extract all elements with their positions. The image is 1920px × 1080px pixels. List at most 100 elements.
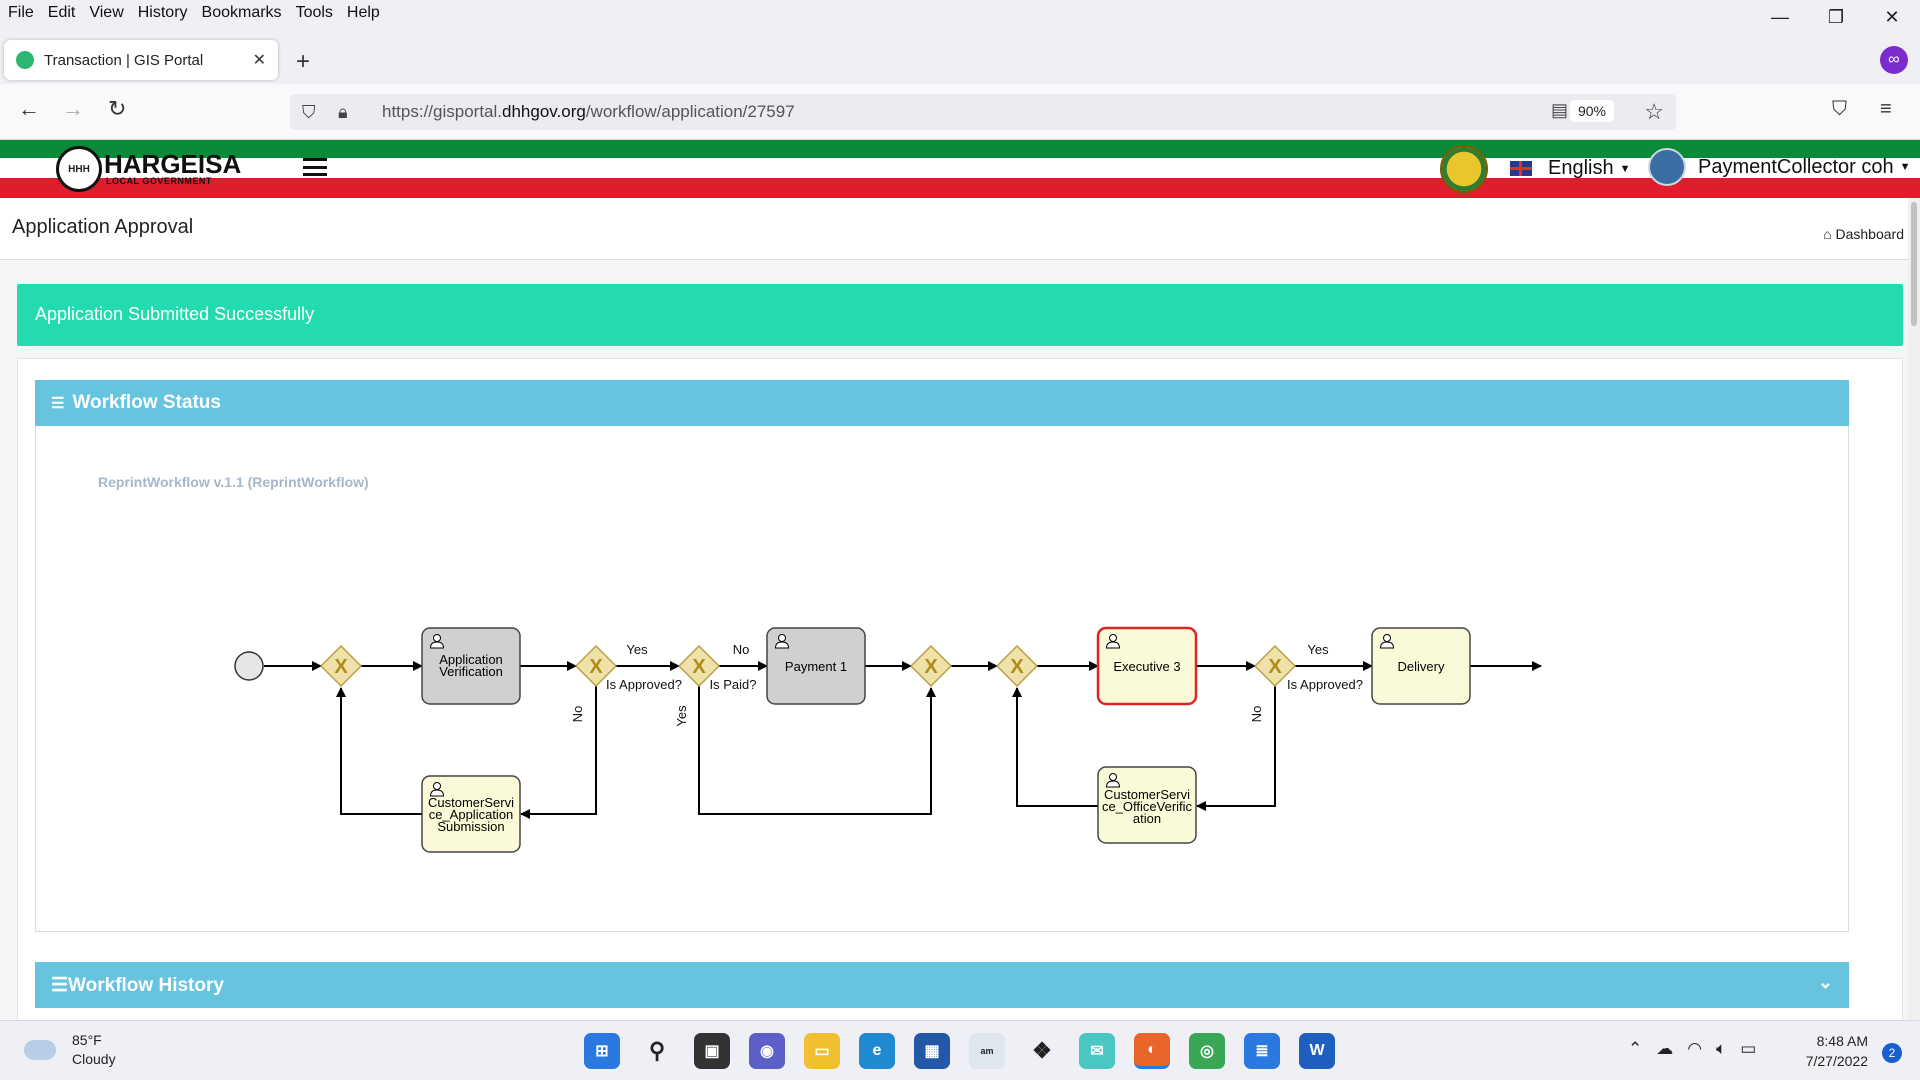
extension-icon[interactable]: ∞ xyxy=(1880,46,1908,74)
zoom-level[interactable]: 90% xyxy=(1569,100,1614,122)
svg-text:Delivery: Delivery xyxy=(1398,659,1445,674)
breadcrumb-dashboard[interactable]: Dashboard xyxy=(1835,226,1905,242)
word-icon[interactable]: W xyxy=(1299,1033,1335,1069)
uk-flag-icon xyxy=(1510,161,1532,176)
weather-widget[interactable]: 85°F Cloudy xyxy=(24,1031,116,1069)
address-bar[interactable]: ⛉ 🔒︎ https://gisportal.dhhgov.org/workfl… xyxy=(290,94,1676,130)
breadcrumb[interactable]: ⌂ Dashboard xyxy=(1823,226,1904,242)
workflow-status-body: ReprintWorkflow v.1.1 (ReprintWorkflow) xyxy=(35,426,1849,932)
workflow-status-title: Workflow Status xyxy=(72,392,221,413)
app-menu-icon[interactable]: ≡ xyxy=(1880,98,1892,120)
user-name: PaymentCollector coh xyxy=(1698,155,1894,178)
back-icon[interactable]: ← xyxy=(18,96,40,121)
weather-desc: Cloudy xyxy=(72,1051,116,1067)
clock[interactable]: 8:48 AM 7/27/2022 xyxy=(1806,1031,1868,1071)
store-icon[interactable]: ▦ xyxy=(914,1033,950,1069)
messenger-icon[interactable]: ✉ xyxy=(1079,1033,1115,1069)
wifi-icon[interactable]: ◠ xyxy=(1687,1039,1703,1058)
svg-text:X: X xyxy=(1268,656,1282,678)
task-payment[interactable]: Payment 1 xyxy=(766,627,866,705)
list-icon: ☰ xyxy=(51,975,69,996)
language-selector[interactable]: English ▼ xyxy=(1510,157,1631,180)
svg-text:X: X xyxy=(334,656,348,678)
label-yes-approved-2: Yes xyxy=(1307,642,1329,657)
caret-down-icon: ▼ xyxy=(1899,161,1911,173)
workflow-status-header: ☰Workflow Status xyxy=(35,380,1849,426)
clock-time: 8:48 AM xyxy=(1816,1033,1868,1049)
onedrive-icon[interactable]: ☁ xyxy=(1656,1039,1674,1058)
gateway-5[interactable]: X xyxy=(995,644,1039,688)
chrome-icon[interactable]: ◎ xyxy=(1189,1033,1225,1069)
gateway-2[interactable]: X xyxy=(574,644,618,688)
notepad-icon[interactable]: ≣ xyxy=(1244,1033,1280,1069)
firefox-icon[interactable]: ◐ xyxy=(1134,1033,1170,1069)
main-content: Application Submitted Successfully ☰Work… xyxy=(0,260,1908,1020)
search-icon[interactable]: ⚲ xyxy=(648,1038,666,1063)
workflow-diagram: X X X X X X Application Verification Pay… xyxy=(234,626,1542,853)
lock-icon[interactable]: 🔒︎ xyxy=(338,101,348,122)
file-explorer-icon[interactable]: ▭ xyxy=(804,1033,840,1069)
reader-mode-icon[interactable]: ▤ xyxy=(1550,100,1568,120)
forward-icon[interactable]: → xyxy=(62,96,84,121)
minimize-button[interactable]: — xyxy=(1771,6,1789,27)
bookmark-star-icon[interactable]: ☆ xyxy=(1644,99,1664,124)
label-no-approved: No xyxy=(570,706,585,723)
tab-transaction[interactable]: Transaction | GIS Portal ✕ xyxy=(4,40,278,80)
workflow-history-header[interactable]: ☰Workflow History ⌄ xyxy=(35,962,1849,1008)
home-icon: ⌂ xyxy=(1823,226,1832,242)
task-executive[interactable]: Executive 3 xyxy=(1096,626,1198,706)
gateway-4[interactable]: X xyxy=(909,644,953,688)
svg-text:ation: ation xyxy=(1133,811,1161,826)
menu-help[interactable]: Help xyxy=(346,4,380,21)
task-application-verification[interactable]: Application Verification xyxy=(421,627,521,705)
menu-file[interactable]: File xyxy=(8,4,34,21)
task-cs-application-submission[interactable]: CustomerServi ce_Application Submission xyxy=(421,775,521,853)
svg-text:X: X xyxy=(924,656,938,678)
page-scrollbar[interactable] xyxy=(1908,198,1920,1020)
chevron-down-icon[interactable]: ⌄ xyxy=(1817,972,1833,992)
tab-close-icon[interactable]: ✕ xyxy=(252,52,266,69)
site-favicon-icon xyxy=(16,51,34,69)
restore-button[interactable]: ❐ xyxy=(1827,6,1845,27)
menu-bookmarks[interactable]: Bookmarks xyxy=(201,4,282,21)
amazon-icon[interactable]: am xyxy=(969,1033,1005,1069)
gateway-6[interactable]: X xyxy=(1253,644,1297,688)
shield-icon[interactable]: ⛉ xyxy=(302,101,316,122)
tab-title: Transaction | GIS Portal xyxy=(44,51,204,69)
pocket-icon[interactable]: ⛉ xyxy=(1832,98,1847,120)
url-text[interactable]: https://gisportal.dhhgov.org/workflow/ap… xyxy=(382,102,795,121)
edge-icon[interactable]: e xyxy=(859,1033,895,1069)
menu-history[interactable]: History xyxy=(137,4,188,21)
notification-badge[interactable]: 2 xyxy=(1882,1043,1902,1063)
teams-icon[interactable]: ◉ xyxy=(749,1033,785,1069)
close-window-button[interactable]: ✕ xyxy=(1884,6,1900,27)
svg-text:Submission: Submission xyxy=(437,819,504,834)
flow-gw2-no xyxy=(520,686,597,819)
logo-badge[interactable]: HHH xyxy=(56,146,102,192)
battery-icon[interactable]: ▭ xyxy=(1740,1039,1757,1058)
svg-text:CustomerServi: CustomerServi xyxy=(1104,787,1190,802)
gateway-3[interactable]: X xyxy=(677,644,721,688)
volume-icon[interactable]: 🔈︎ xyxy=(1716,1039,1727,1058)
menu-tools[interactable]: Tools xyxy=(295,4,333,21)
new-tab-button[interactable]: + xyxy=(296,48,311,75)
hamburger-menu-icon[interactable] xyxy=(303,158,327,176)
svg-text:ce_OfficeVerific: ce_OfficeVerific xyxy=(1102,799,1193,814)
user-menu[interactable]: PaymentCollector coh ▼ xyxy=(1648,148,1911,186)
start-event[interactable] xyxy=(234,651,264,681)
logo-subtitle: LOCAL GOVERNMENT xyxy=(106,176,212,186)
task-cs-office-verification[interactable]: CustomerServi ce_OfficeVerific ation xyxy=(1097,766,1197,844)
start-icon[interactable]: ⊞ xyxy=(584,1033,620,1069)
dropbox-icon[interactable]: ❖ xyxy=(1032,1038,1052,1063)
svg-text:Executive 3: Executive 3 xyxy=(1113,659,1180,674)
chevron-up-icon[interactable]: ⌃ xyxy=(1628,1039,1643,1058)
menu-edit[interactable]: Edit xyxy=(47,4,76,21)
flow-office-back xyxy=(1012,687,1098,807)
logo-text[interactable]: HARGEISA xyxy=(104,149,242,179)
gateway-1[interactable]: X xyxy=(319,644,363,688)
reload-icon[interactable]: ↻ xyxy=(108,96,127,121)
menu-view[interactable]: View xyxy=(89,4,124,21)
svg-text:Payment 1: Payment 1 xyxy=(785,659,847,674)
task-delivery[interactable]: Delivery xyxy=(1371,627,1471,705)
task-view-icon[interactable]: ▣ xyxy=(694,1033,730,1069)
